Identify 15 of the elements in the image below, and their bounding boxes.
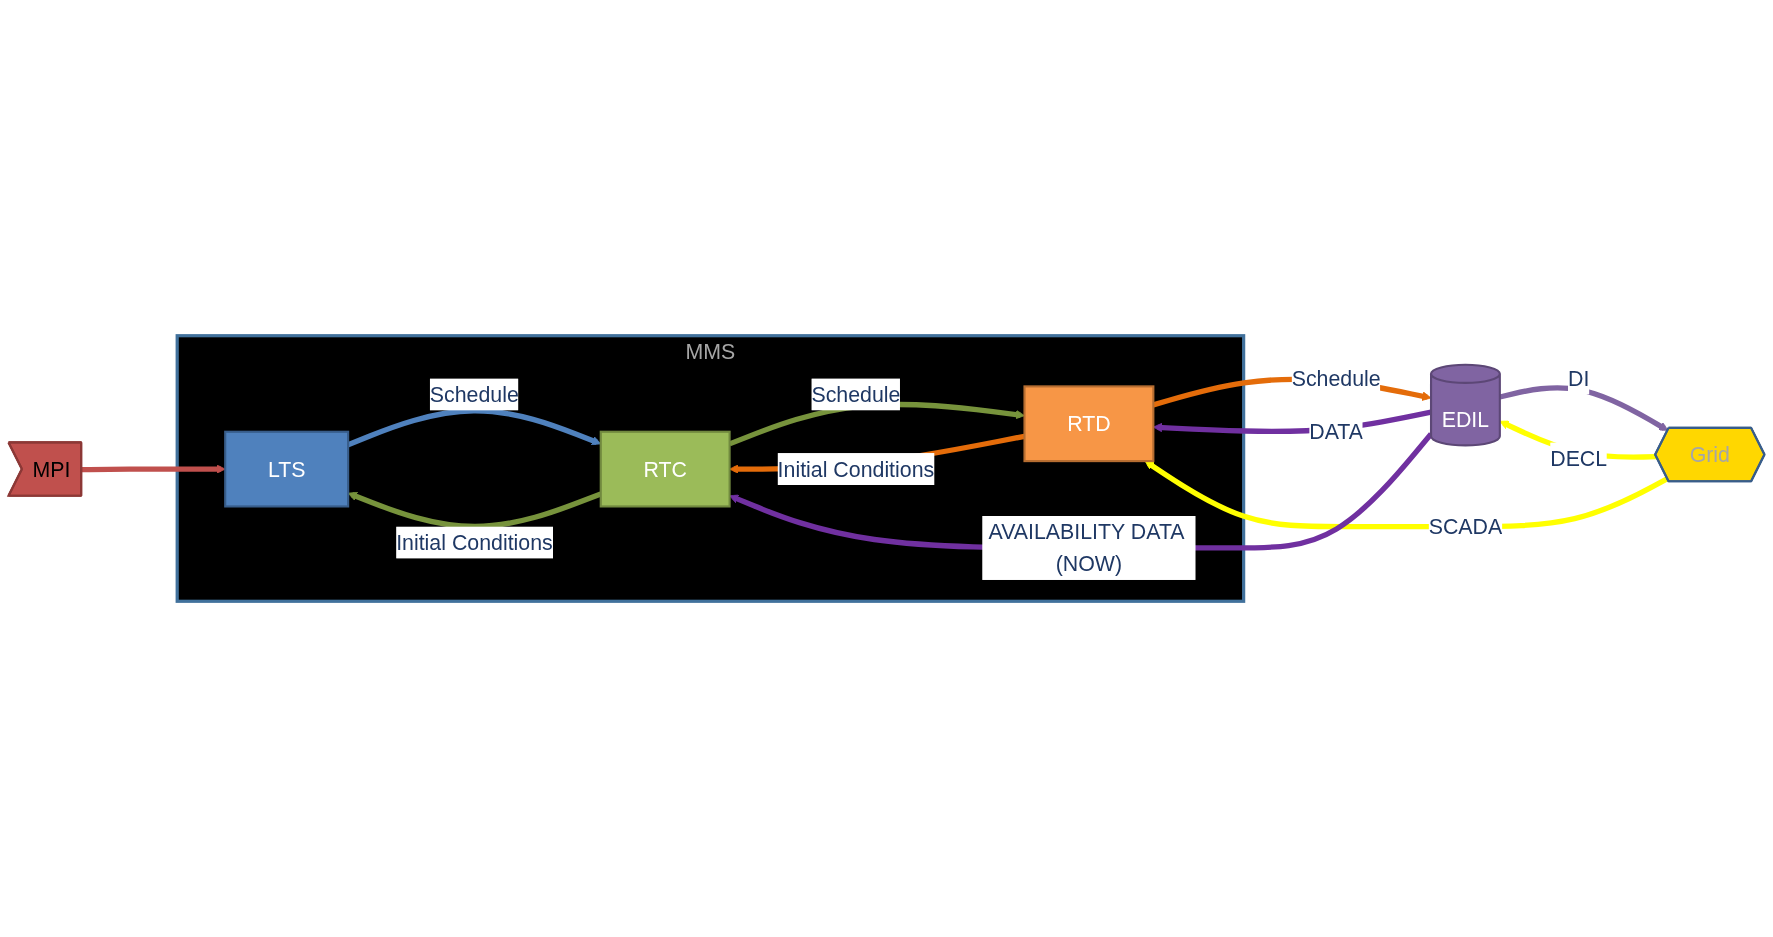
edge-label: Initial Conditions	[396, 530, 553, 555]
arrow	[1499, 385, 1669, 431]
edge-label: SCADA	[1428, 514, 1503, 539]
edge-label: DECL	[1550, 446, 1608, 471]
edge-label: Initial Conditions	[777, 457, 935, 481]
edge-label: DATA	[1309, 420, 1364, 444]
node-box: RTC	[599, 430, 731, 508]
edge-label: Schedule	[811, 382, 901, 407]
node-box: RTD	[1023, 385, 1155, 463]
edge-label: DI	[1568, 366, 1590, 391]
edge-label: AVAILABILITY DATA (NOW)	[988, 520, 1184, 576]
arrow	[81, 464, 226, 474]
edge-label: Schedule	[1291, 366, 1381, 391]
edge-label: Schedule	[429, 382, 519, 407]
node-box: LTS	[224, 430, 350, 508]
